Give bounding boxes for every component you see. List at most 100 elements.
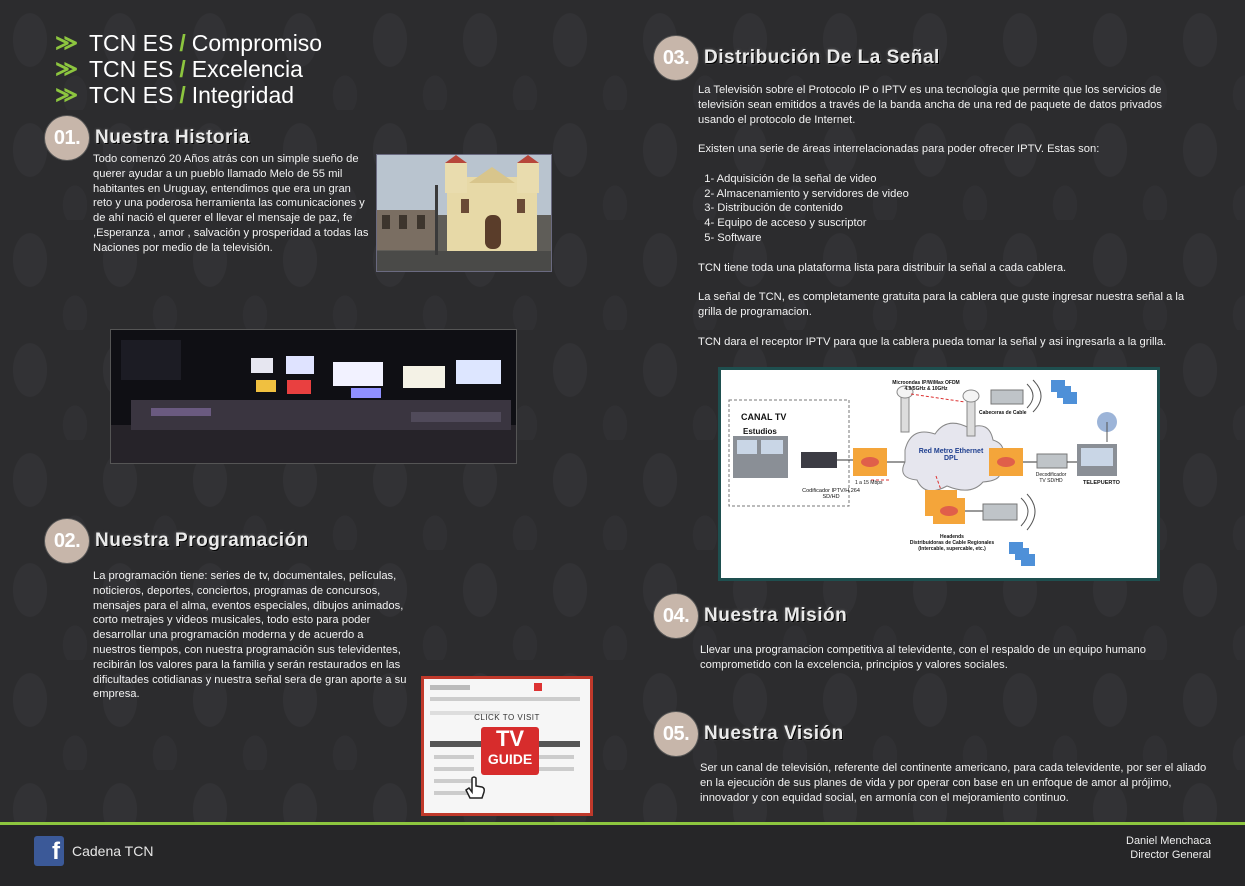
blank-line bbox=[698, 246, 1218, 261]
text-line: televisión sean emitidos a través de la … bbox=[698, 98, 1162, 111]
slogan-slash: / bbox=[179, 82, 186, 108]
text-line: desarrollar una programación moderna y d… bbox=[93, 629, 364, 642]
text-line: usando el protocolo de Internet. bbox=[698, 113, 856, 126]
text-line: de ahí nació el querer el llevar el mens… bbox=[93, 212, 353, 225]
slogan-word: Compromiso bbox=[191, 30, 323, 56]
slogan-slash: / bbox=[179, 56, 186, 82]
slogan-block: ≫ TCN ES/Compromiso ≫ TCN ES/Excelencia ≫ T… bbox=[55, 30, 322, 108]
church-photo bbox=[376, 154, 552, 272]
text-line: noticieros, deportes, conciertos, progra… bbox=[93, 584, 381, 597]
hand-pointer-icon bbox=[465, 776, 485, 799]
slogan-brand: TCN ES bbox=[89, 82, 174, 108]
section-header-mision: 04. Nuestra Misión bbox=[654, 594, 847, 638]
iptv-network-diagram: CANAL TV Estudios Codificador IPTV/H.264… bbox=[718, 367, 1160, 581]
text-line: recibirán los valores para la familia y … bbox=[93, 658, 401, 671]
blank-line bbox=[698, 127, 1218, 142]
signer-title: Director General bbox=[1130, 849, 1211, 861]
list-item: 5- Software bbox=[698, 231, 762, 244]
section-title: Nuestra Programación bbox=[95, 530, 309, 551]
slogan-word: Excelencia bbox=[191, 56, 303, 82]
text-line: La señal de TCN, es completamente gratui… bbox=[698, 291, 1185, 304]
facebook-icon: f bbox=[34, 836, 64, 866]
slogan-word: Integridad bbox=[191, 82, 295, 108]
section-number-badge: 03. bbox=[654, 36, 698, 80]
text-line: querer ayudar a un pueblo llamado Melo d… bbox=[93, 167, 343, 180]
facebook-link[interactable]: f Cadena TCN bbox=[34, 836, 153, 866]
diagram-label-canal: CANAL TV bbox=[741, 412, 787, 422]
list-item: 3- Distribución de contenido bbox=[698, 202, 843, 215]
tv-guide-logo-tv: TV bbox=[495, 726, 525, 751]
signer-name: Daniel Menchaca bbox=[1126, 835, 1211, 847]
text-line: Naciones por medio de la televisión. bbox=[93, 241, 273, 254]
text-line: grilla de programacion. bbox=[698, 305, 812, 318]
blank-line bbox=[698, 275, 1218, 290]
tv-guide-link[interactable]: CLICK TO VISIT TV GUIDE bbox=[421, 676, 593, 816]
mision-text: Llevar una programacion competitiva al t… bbox=[700, 643, 1200, 673]
diagram-label-rate: 1 a 15 Mbps bbox=[855, 480, 883, 486]
slogan-row: ≫ TCN ES/Compromiso bbox=[55, 30, 322, 56]
footer bbox=[0, 825, 1245, 886]
text-line: nuestros tiempos, con nuestra programaci… bbox=[93, 643, 401, 656]
text-line: Todo comenzó 20 Años atrás con un simple… bbox=[93, 153, 359, 165]
text-line: mensajes para el alma, eventos especiale… bbox=[93, 599, 404, 612]
text-line: reto y una poderosa herramienta las comu… bbox=[93, 197, 365, 210]
blank-line bbox=[698, 320, 1218, 335]
section-number-badge: 04. bbox=[654, 594, 698, 638]
section-number-badge: 02. bbox=[45, 519, 89, 563]
church-illustration bbox=[377, 155, 551, 271]
control-room-photo bbox=[110, 329, 517, 464]
list-item: 2- Almacenamiento y servidores de video bbox=[698, 187, 909, 200]
text-line: habitantes en Uruguay, entendimos que er… bbox=[93, 182, 351, 195]
facebook-page-name: Cadena TCN bbox=[72, 843, 154, 859]
text-line: La programación tiene: series de tv, doc… bbox=[93, 570, 397, 582]
text-line: TCN tiene toda una plataforma lista para… bbox=[698, 261, 1067, 274]
chevron-right-icon: ≫ bbox=[55, 56, 79, 81]
text-line: La Televisión sobre el Protocolo IP o IP… bbox=[698, 84, 1162, 96]
tv-guide-logo-guide: GUIDE bbox=[487, 751, 533, 767]
footer-divider bbox=[0, 822, 1245, 825]
slogan-brand: TCN ES bbox=[89, 30, 174, 56]
section-title: Nuestra Misión bbox=[704, 605, 848, 626]
section-title: Nuestra Visión bbox=[704, 723, 844, 744]
text-line: comprometido con la excelencia, principi… bbox=[700, 658, 1008, 671]
chevron-right-icon: ≫ bbox=[55, 30, 79, 55]
slogan-row: ≫ TCN ES/Integridad bbox=[55, 82, 322, 108]
section-header-vision: 05. Nuestra Visión bbox=[654, 712, 844, 756]
list-item: 1- Adquisición de la señal de video bbox=[698, 172, 877, 185]
text-line: TCN dara el receptor IPTV para que la ca… bbox=[698, 335, 1167, 348]
blank-line bbox=[698, 157, 1218, 172]
section-number-badge: 01. bbox=[45, 116, 89, 160]
text-line: dificultades cotidianas y nuestra señal … bbox=[93, 673, 407, 686]
list-item: 4- Equipo de acceso y suscriptor bbox=[698, 217, 867, 230]
slogan-brand: TCN ES bbox=[89, 56, 174, 82]
text-line: empresa. bbox=[93, 688, 140, 701]
text-line: ,Esperanza , amor , salvación y prosperi… bbox=[93, 226, 369, 239]
diagram-label-estudios: Estudios bbox=[743, 427, 777, 436]
slogan-row: ≫ TCN ES/Excelencia bbox=[55, 56, 322, 82]
vision-text: Ser un canal de televisión, referente de… bbox=[700, 761, 1220, 805]
text-line: en la ejecución de sus planes de vida y … bbox=[700, 776, 1172, 789]
signature-block: Daniel Menchaca Director General bbox=[1126, 834, 1211, 862]
diagram-label-telepuerto: TELEPUERTO bbox=[1083, 480, 1120, 486]
slogan-slash: / bbox=[179, 30, 186, 56]
chevron-right-icon: ≫ bbox=[55, 82, 79, 107]
tv-guide-logo: TV GUIDE bbox=[481, 727, 539, 775]
distribucion-text: La Televisión sobre el Protocolo IP o IP… bbox=[698, 83, 1218, 349]
section-number-badge: 05. bbox=[654, 712, 698, 756]
text-line: corto metrajes y videos musicales, todo … bbox=[93, 614, 371, 627]
diagram-label-cabeceras: Cabeceras de Cable bbox=[979, 410, 1027, 416]
control-room-illustration bbox=[111, 330, 516, 463]
programacion-text: La programación tiene: series de tv, doc… bbox=[93, 569, 423, 702]
text-line: innovador y con equidad social, en armon… bbox=[700, 791, 1069, 804]
diagram-graphics bbox=[728, 379, 1117, 566]
historia-text: Todo comenzó 20 Años atrás con un simple… bbox=[93, 152, 378, 256]
section-title: Nuestra Historia bbox=[95, 127, 250, 148]
text-line: Ser un canal de televisión, referente de… bbox=[700, 762, 1207, 774]
section-header-historia: 01. Nuestra Historia bbox=[45, 116, 250, 160]
click-to-visit-label: CLICK TO VISIT bbox=[474, 713, 540, 722]
section-header-programacion: 02. Nuestra Programación bbox=[45, 519, 309, 563]
